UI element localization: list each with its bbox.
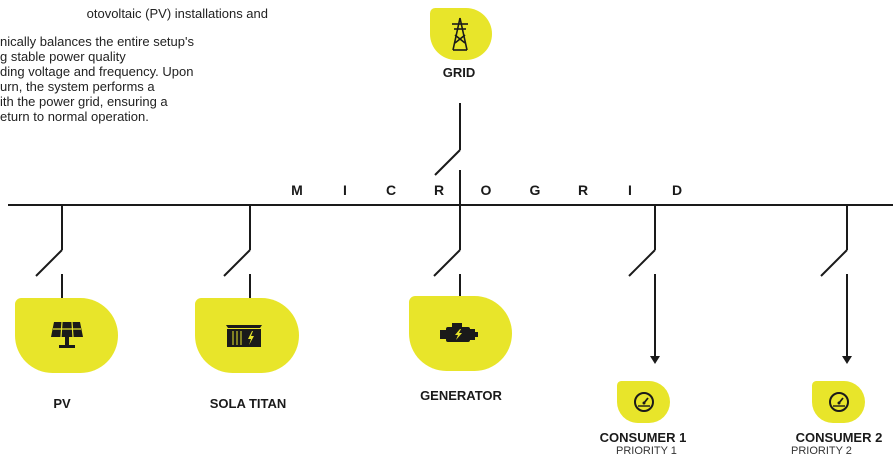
bus-label-letter: C bbox=[385, 182, 397, 198]
sola-titan-node bbox=[195, 298, 299, 373]
description-line: g stable power quality bbox=[0, 49, 126, 64]
solar-panel-icon bbox=[51, 321, 83, 348]
grid-switch bbox=[434, 149, 461, 176]
consumer1-switch bbox=[628, 249, 656, 277]
sola-titan-label: SOLA TITAN bbox=[209, 396, 287, 411]
battery-container-icon bbox=[226, 325, 262, 347]
bus-label-letter: G bbox=[529, 182, 541, 198]
consumer1-priority: PRIORITY 1 bbox=[616, 445, 677, 457]
generator-switch bbox=[433, 249, 461, 277]
description-line: nically balances the entire setup's bbox=[0, 34, 194, 49]
description-line: eturn to normal operation. bbox=[0, 109, 149, 124]
pv-label: PV bbox=[53, 396, 71, 411]
description-paragraph-2: nically balances the entire setup's g st… bbox=[0, 34, 268, 124]
description-line: ith the power grid, ensuring a bbox=[0, 94, 168, 109]
description-text: otovoltaic (PV) installations and nicall… bbox=[0, 6, 268, 136]
bus-label-letter: R bbox=[577, 182, 589, 198]
bus-label-letter: R bbox=[433, 182, 445, 198]
meter-gauge-icon bbox=[829, 392, 849, 412]
bus-label-letter: O bbox=[480, 182, 492, 198]
consumer2-label: CONSUMER 2 bbox=[795, 430, 883, 445]
bus-label-letter: I bbox=[628, 182, 632, 198]
consumer2-arrow bbox=[842, 356, 852, 364]
consumer1-arrow bbox=[650, 356, 660, 364]
engine-icon bbox=[440, 323, 478, 342]
bus-label-letter: D bbox=[671, 182, 683, 198]
sola-titan-switch bbox=[223, 249, 251, 277]
consumer2-priority: PRIORITY 2 bbox=[791, 445, 852, 457]
description-line: urn, the system performs a bbox=[0, 79, 155, 94]
consumer2-node bbox=[812, 381, 865, 423]
grid-label: GRID bbox=[442, 65, 476, 80]
grid-node bbox=[430, 8, 492, 60]
pv-switch bbox=[35, 249, 63, 277]
consumer1-node bbox=[617, 381, 670, 423]
bus-label-letter: I bbox=[343, 182, 347, 198]
consumer2-switch bbox=[820, 249, 848, 277]
generator-label: GENERATOR bbox=[420, 388, 502, 403]
consumer1-label: CONSUMER 1 bbox=[599, 430, 687, 445]
description-paragraph-1: otovoltaic (PV) installations and bbox=[86, 6, 268, 21]
generator-node bbox=[409, 296, 512, 371]
transmission-tower-icon bbox=[452, 17, 468, 51]
description-line: ding voltage and frequency. Upon bbox=[0, 64, 194, 79]
meter-gauge-icon bbox=[634, 392, 654, 412]
pv-node bbox=[15, 298, 118, 373]
bus-label-letter: M bbox=[291, 182, 303, 198]
